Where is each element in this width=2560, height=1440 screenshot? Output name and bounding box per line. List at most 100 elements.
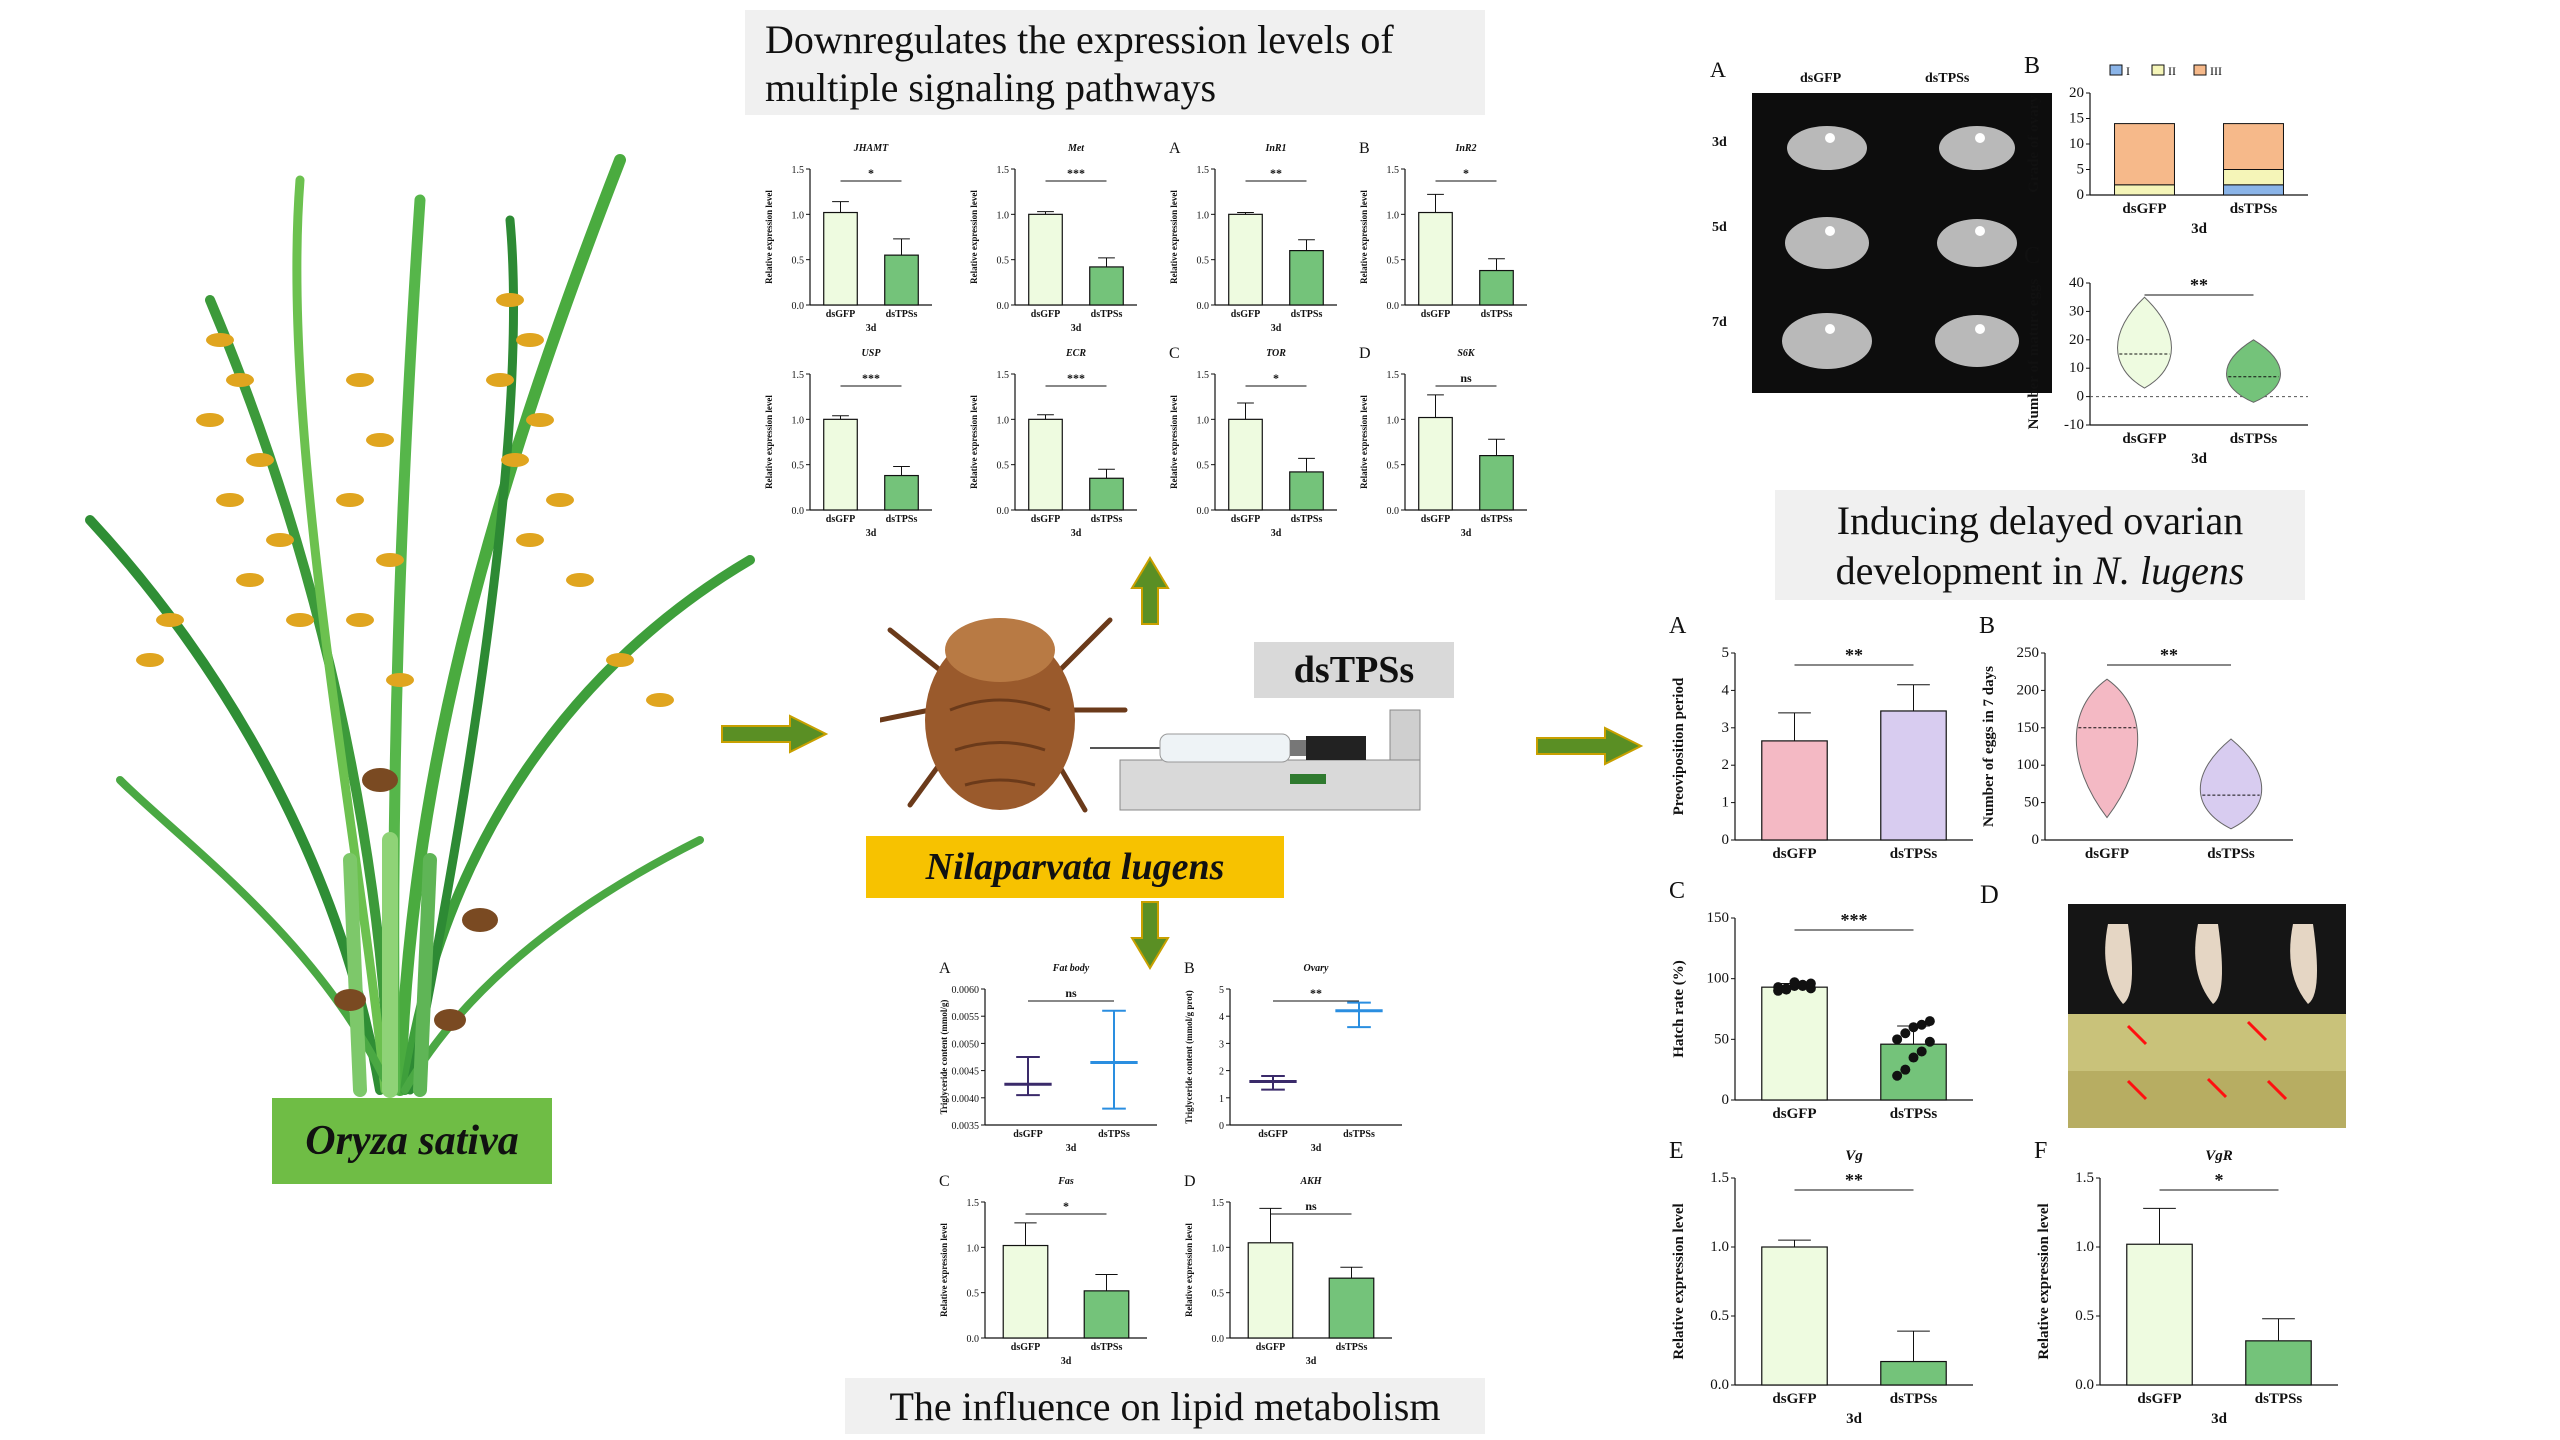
- ovary-banner: Inducing delayed ovarian development in …: [1775, 490, 2305, 600]
- y-tick-label: 0.5: [1212, 1289, 1225, 1300]
- significance-label: **: [1845, 1170, 1863, 1190]
- significance-label: **: [1270, 166, 1282, 180]
- y-tick-label: 0: [2077, 389, 2085, 405]
- x-axis-label: 3d: [1071, 528, 1082, 539]
- y-tick-label: 1.0: [997, 415, 1010, 426]
- chart-title: ECR: [1065, 348, 1086, 359]
- chart-title: TOR: [1266, 348, 1286, 359]
- x-axis-label: 3d: [2211, 1411, 2228, 1427]
- significance-label: **: [2190, 275, 2208, 295]
- y-tick-label: 1.5: [1197, 370, 1210, 381]
- plant-name: Oryza sativa: [305, 1118, 519, 1164]
- chart-title: USP: [862, 348, 882, 359]
- y-tick-label: 2: [1219, 1067, 1224, 1078]
- y-tick-label: 250: [2017, 645, 2040, 661]
- egg-photo-panel: D: [1980, 880, 2360, 1130]
- x-tick-label: dsTPSs: [2255, 1391, 2303, 1407]
- species-abbrev: N. lugens: [2093, 548, 2245, 593]
- y-tick-label: 0: [1722, 832, 1730, 848]
- y-tick-label: 0: [1722, 1092, 1730, 1108]
- lipid-banner-text: The influence on lipid metabolism: [889, 1383, 1441, 1429]
- y-tick-label: 0.0: [792, 506, 805, 517]
- y-axis-label: Relative expression level: [1169, 395, 1179, 489]
- significance-label: **: [1845, 645, 1863, 665]
- x-axis-label: 3d: [1066, 1143, 1077, 1154]
- bar: [1761, 740, 1828, 841]
- chart-title: JHAMT: [853, 143, 889, 154]
- y-tick-label: 0.0035: [952, 1121, 980, 1132]
- y-tick-label: 0.0: [2075, 1377, 2094, 1393]
- panel-label: B: [1979, 613, 1995, 639]
- panel-label: D: [1359, 345, 1371, 362]
- y-axis-label: Number of mature eggs: [2026, 279, 2042, 430]
- y-axis-label: Triglyceride content (mmol/g): [939, 1000, 949, 1115]
- chart-title: Fat body: [1052, 963, 1090, 974]
- significance-label: *: [2215, 1170, 2224, 1190]
- data-point: [1805, 983, 1816, 994]
- bar: [1089, 266, 1124, 306]
- y-tick-label: 0.0: [1387, 301, 1400, 312]
- data-point: [1773, 982, 1784, 993]
- arrow-right-icon: [1535, 726, 1645, 771]
- bar: [1880, 710, 1947, 841]
- y-tick-label: 0: [1219, 1121, 1224, 1132]
- panel-label: D: [1980, 880, 1999, 909]
- bar: [884, 254, 919, 306]
- signaling-banner-line2: multiple signaling pathways: [765, 65, 1217, 110]
- x-tick-label: dsTPSs: [1890, 1106, 1938, 1122]
- y-tick-label: 0.0: [967, 1334, 980, 1345]
- y-tick-label: 5: [1722, 645, 1730, 661]
- y-tick-label: 0.5: [792, 256, 805, 267]
- chart-title: Vg: [1845, 1148, 1863, 1164]
- y-tick-label: 1.5: [792, 165, 805, 176]
- x-tick-label: dsGFP: [2122, 431, 2166, 447]
- y-tick-label: 1.5: [1710, 1170, 1729, 1186]
- chart-title: VgR: [2205, 1148, 2233, 1164]
- x-tick-label: dsTPSs: [1481, 309, 1513, 320]
- panel-label: C: [1669, 878, 1685, 904]
- x-axis-label: 3d: [1271, 323, 1282, 334]
- panel-label: C: [939, 1173, 950, 1190]
- y-tick-label: 0.5: [1387, 461, 1400, 472]
- y-tick-label: 20: [2069, 85, 2084, 101]
- bar: [1761, 1246, 1828, 1386]
- significance-label: ns: [1460, 371, 1472, 385]
- significance-label: **: [2160, 645, 2178, 665]
- planthopper-illustration: [877, 590, 1130, 830]
- bar: [1479, 454, 1514, 511]
- y-tick-label: 0.0: [1710, 1377, 1729, 1393]
- ovary-col-label: dsTPSs: [1925, 71, 1970, 86]
- legend-swatch: [2193, 64, 2207, 76]
- y-tick-label: 150: [2017, 720, 2040, 736]
- data-point: [1900, 1028, 1911, 1039]
- x-tick-label: dsGFP: [1231, 309, 1260, 320]
- x-axis-label: 3d: [1306, 1356, 1317, 1367]
- x-axis-label: 3d: [1311, 1143, 1322, 1154]
- lipid-banner: The influence on lipid metabolism: [845, 1378, 1485, 1434]
- x-axis-label: 3d: [1461, 528, 1472, 539]
- y-tick-label: 1.0: [1710, 1239, 1729, 1255]
- stack-segment: [2223, 123, 2284, 170]
- bar: [1002, 1244, 1049, 1339]
- x-tick-label: dsTPSs: [1890, 846, 1938, 862]
- x-tick-label: dsTPSs: [2230, 431, 2278, 447]
- legend-swatch: [2109, 64, 2123, 76]
- bar: [1418, 211, 1453, 306]
- syringe-illustration: [1090, 690, 1430, 820]
- y-axis-label: Relative expression level: [764, 190, 774, 284]
- y-tick-label: 0.0050: [952, 1039, 980, 1050]
- y-tick-label: 5: [2077, 162, 2085, 178]
- y-tick-label: 1.5: [1212, 1198, 1225, 1209]
- signaling-banner-line1: Downregulates the expression levels of: [765, 17, 1394, 62]
- x-tick-label: dsGFP: [1421, 309, 1450, 320]
- y-axis-label: Relative expression level: [969, 190, 979, 284]
- x-tick-label: dsTPSs: [1291, 309, 1323, 320]
